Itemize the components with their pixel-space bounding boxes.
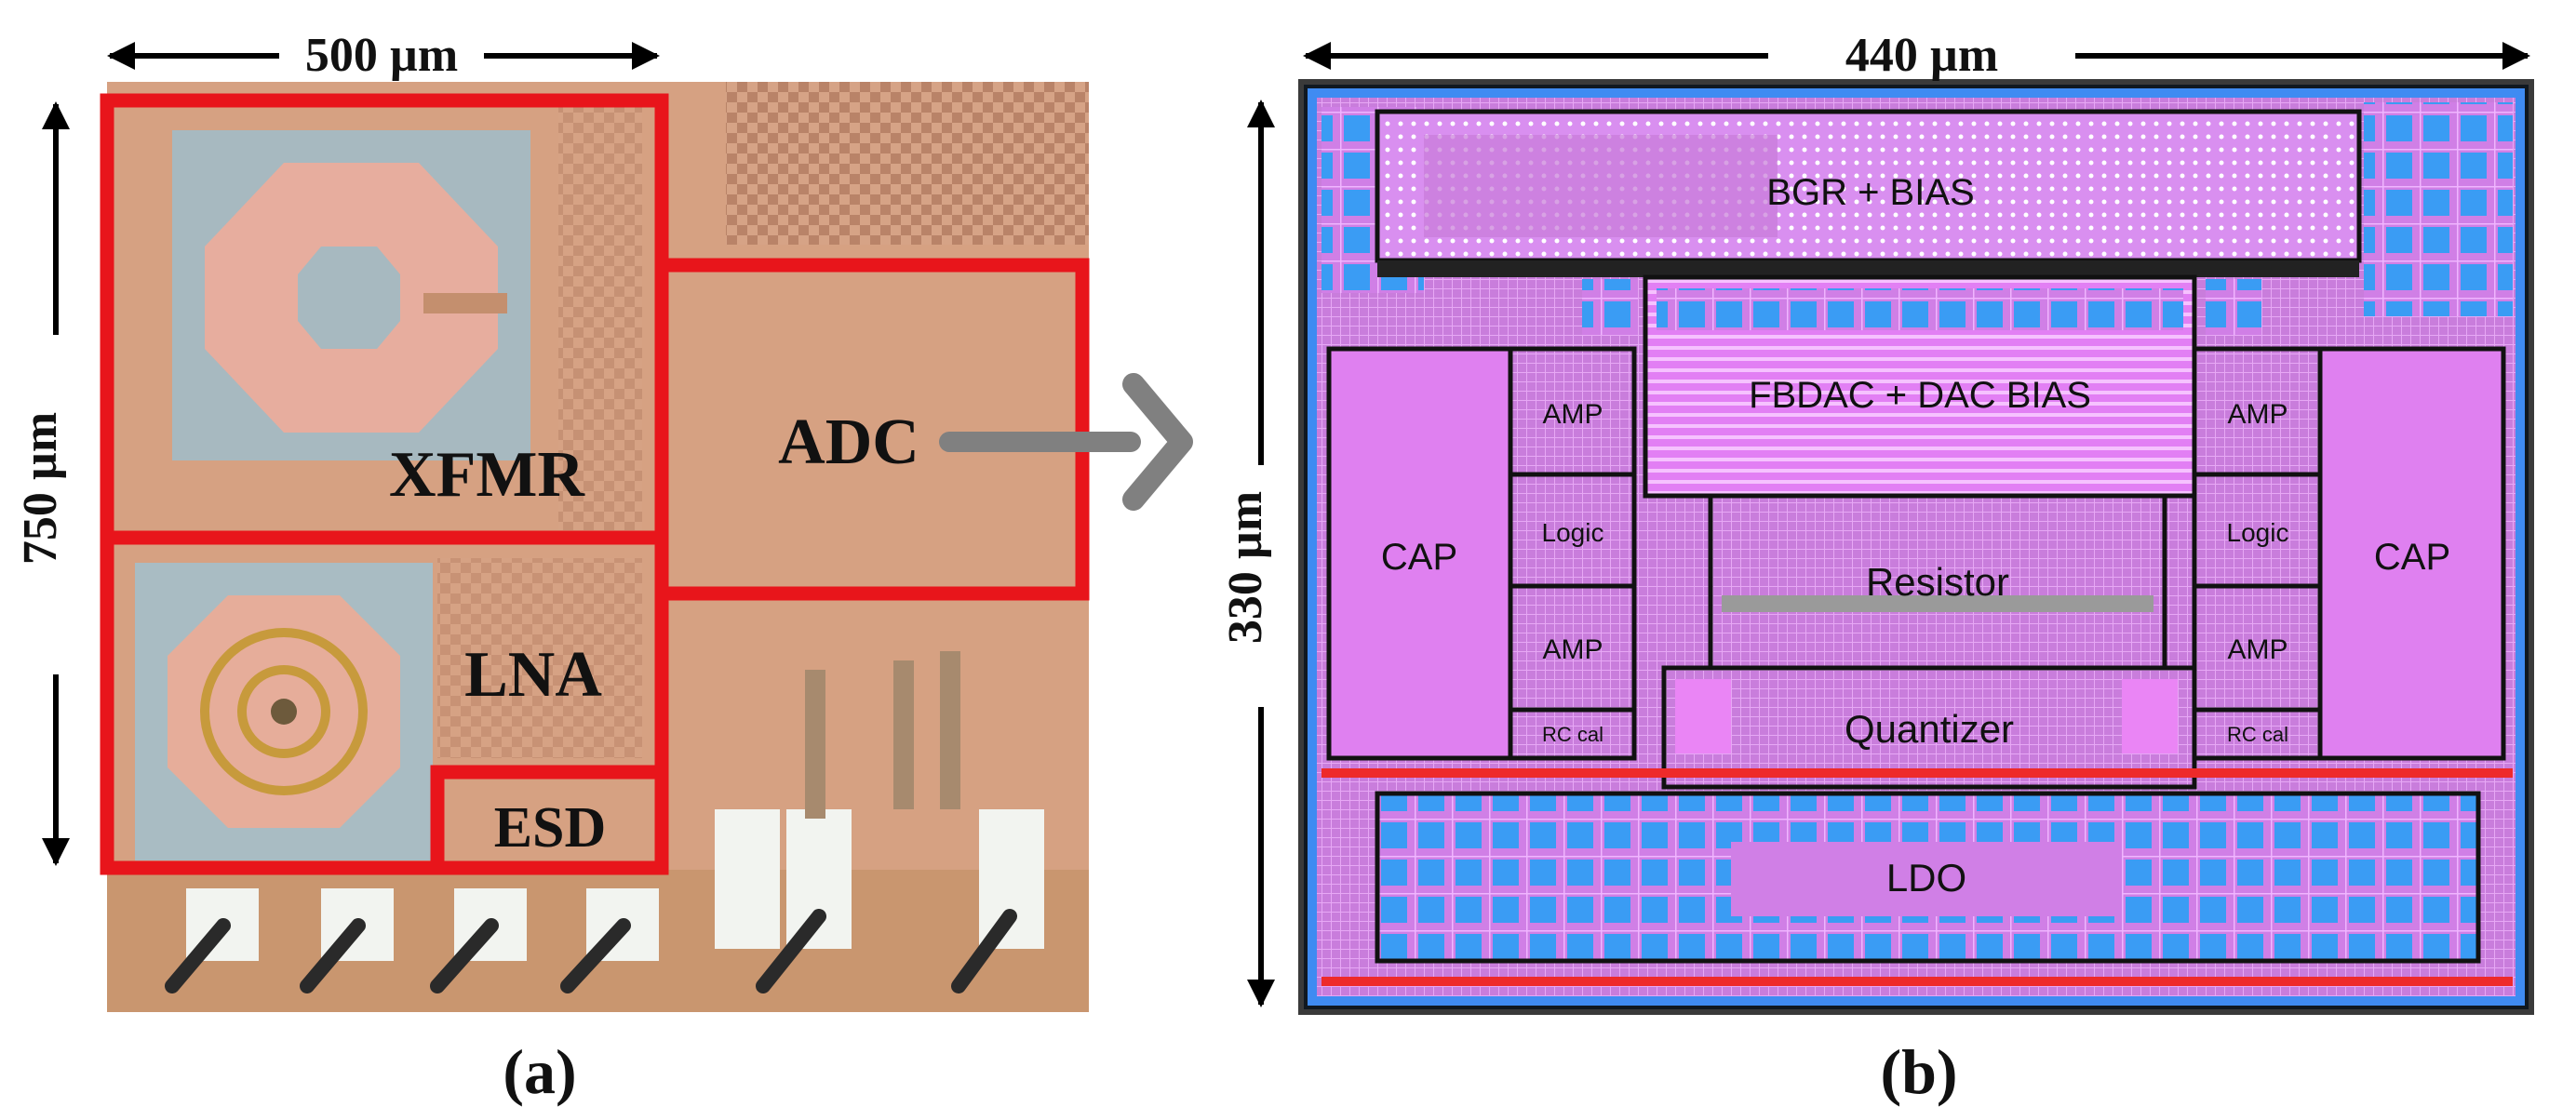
bgr-bias-black-strip [1377,260,2359,277]
amp-right-1-label: AMP [2227,399,2288,430]
metal-strap [940,651,960,809]
metal-strap [805,670,825,819]
rc-cal-left-label: RC cal [1542,723,1603,746]
xfmr-checker-fill [558,102,642,530]
bgr-bias-inner [1424,135,1778,237]
cap-left-block [1326,346,1513,761]
cap-right-label: CAP [2374,537,2450,578]
lna-spiral-inner [237,665,330,758]
resistor-label: Resistor [1866,560,2009,604]
quantizer-side-left [1675,679,1731,753]
bond-pad [979,809,1044,949]
width-dimension-label: 500 µm [305,29,458,82]
bond-wires [165,909,1017,993]
red-power-rail-lower [1322,977,2513,986]
fbdac-top-blue-row [1657,288,2183,330]
width-dimension-label: 440 µm [1845,29,1998,82]
quantizer-label: Quantizer [1845,707,2014,751]
lna-checker-fill [437,558,642,758]
bgr-bias-label: BGR + BIAS [1766,172,1974,213]
panel-a-caption: (a) [503,1036,576,1107]
adc-label: ADC [778,407,919,478]
ldo-label: LDO [1886,856,1966,900]
amp-left-1-label: AMP [1542,399,1603,430]
upper-right-fill-pattern [726,82,1089,245]
blue-fill-top-right [2364,102,2513,316]
blue-fill-mid-left [1582,279,1638,335]
esd-block-outline [430,765,669,875]
lna-label: LNA [464,639,602,711]
bond-wire [560,918,631,993]
vertical-metal-straps [805,651,960,819]
cap-right-block [2317,346,2506,761]
height-dimension-label: 330 µm [1219,491,1272,644]
xfmr-core [298,247,400,349]
xfmr-label: XFMR [389,439,585,511]
rc-cal-left-block [1508,707,1637,761]
amp-left-1-block [1508,346,1637,477]
ldo-center-label-area [1731,842,2122,916]
logic-left-label: Logic [1542,518,1604,547]
lna-spiral-center [271,699,297,725]
bond-wire [430,918,499,993]
lna-block-outline [100,530,669,875]
logic-right-label: Logic [2227,518,2289,547]
esd-label: ESD [494,796,607,860]
resistor-bus [1722,595,2153,612]
power-ring-blue [1308,88,2525,1006]
amp-right-2-label: AMP [2227,634,2288,665]
metal-strap [893,660,914,809]
amp-left-2-label: AMP [1542,634,1603,665]
panel-a: XFMR ADC LNA ESD 500 µm 750 µm (a) [14,29,1193,1107]
adc-block-outline [662,258,1090,601]
rc-cal-right-block [2192,707,2323,761]
bond-wire [165,918,231,993]
blue-fill-mid-right [2206,279,2261,335]
bond-wire [951,909,1017,993]
bond-wire [756,909,826,993]
panel-b: BGR + BIAS FBDAC + DAC BIAS CAP AMP Logi… [1219,29,2534,1107]
red-power-rail-upper [1322,768,2513,778]
lna-spiral-outer [200,628,368,795]
height-dimension-label: 750 µm [14,412,67,565]
bond-wire [300,918,366,993]
quantizer-side-right [2122,679,2178,753]
xfmr-port [423,293,507,313]
logic-left-block [1508,472,1637,589]
logic-right-block [2192,472,2323,589]
adc-callout-arrow-head [1122,373,1193,511]
quantizer-block [1661,665,2197,790]
resistor-block [1708,493,2167,671]
bond-pad [715,809,780,949]
panel-b-caption: (b) [1880,1036,1957,1107]
cap-left-label: CAP [1381,537,1457,578]
fbdac-label: FBDAC + DAC BIAS [1749,375,2091,416]
rc-cal-right-label: RC cal [2227,723,2288,746]
